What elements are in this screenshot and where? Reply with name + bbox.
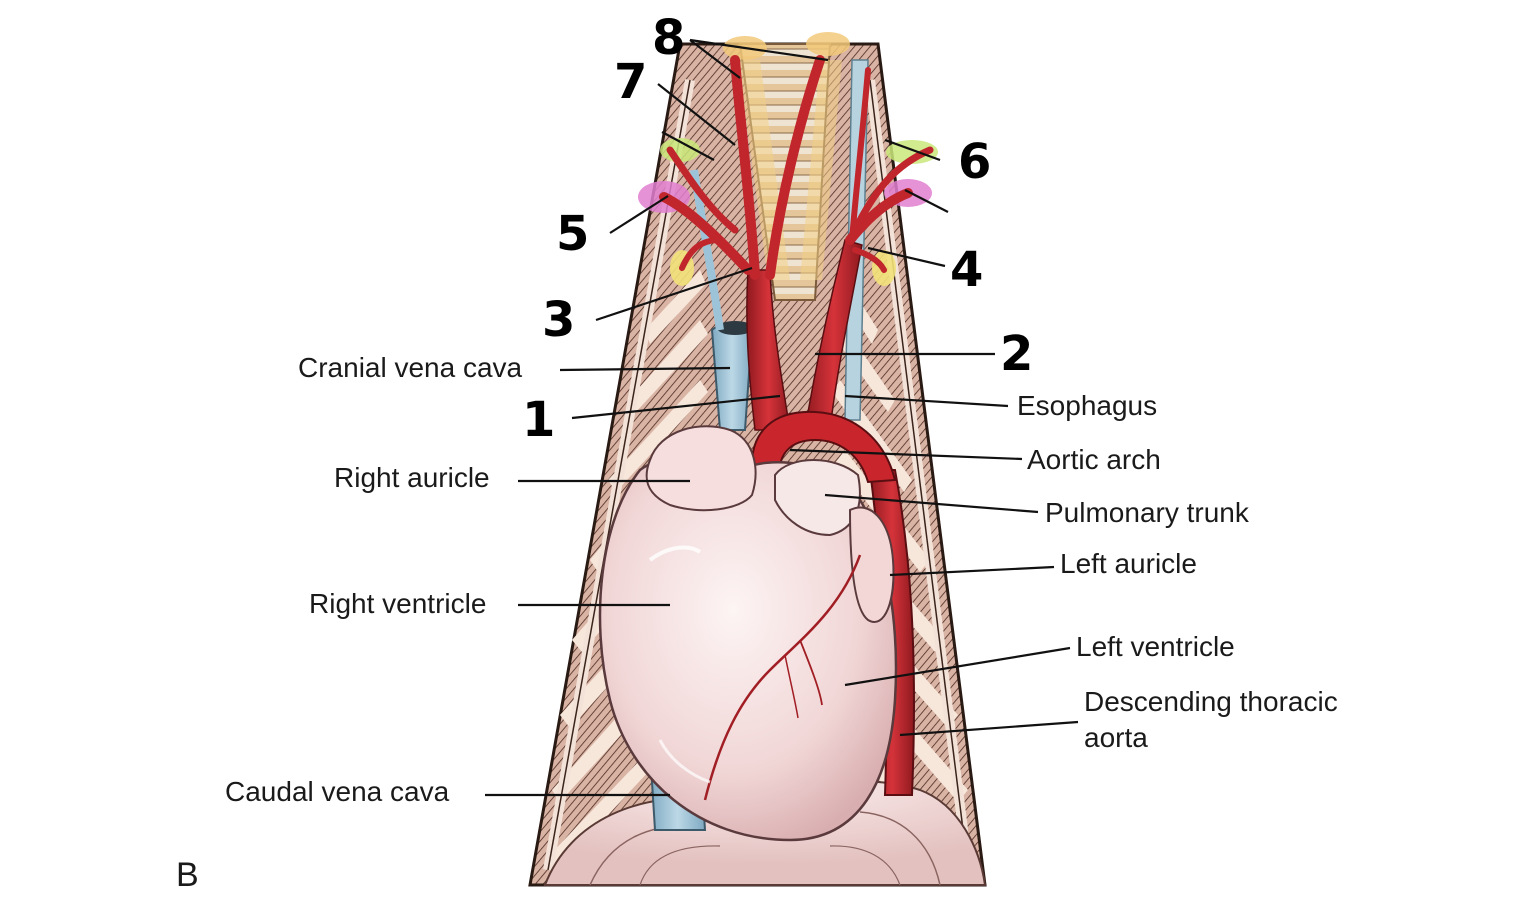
label-right-auricle: Right auricle — [334, 462, 490, 493]
number-4: 4 — [950, 242, 984, 298]
left-auricle — [848, 506, 895, 623]
label-caudal-vena-cava: Caudal vena cava — [225, 776, 450, 807]
heart — [598, 425, 898, 842]
label-cranial-vena-cava: Cranial vena cava — [298, 352, 523, 383]
number-8: 8 — [652, 10, 686, 66]
label-descending-thoracic-aorta: Descending thoracic aorta — [1084, 686, 1338, 753]
panel-letter: B — [176, 856, 199, 894]
left-subclavian-artery — [804, 67, 934, 431]
leader-lines — [485, 38, 1079, 797]
right-auricle — [645, 425, 757, 512]
label-right-ventricle: Right ventricle — [309, 588, 487, 619]
number-3: 3 — [542, 292, 576, 348]
coronary-artery — [703, 554, 862, 801]
number-7: 7 — [614, 54, 648, 110]
number-1: 1 — [522, 392, 556, 448]
label-aortic-arch: Aortic arch — [1027, 444, 1161, 475]
highlights — [638, 32, 938, 286]
number-2: 2 — [1000, 326, 1034, 382]
label-pulmonary-trunk: Pulmonary trunk — [1045, 497, 1249, 528]
label-esophagus: Esophagus — [1017, 390, 1158, 421]
number-5: 5 — [556, 206, 590, 262]
brachiocephalic-trunk — [659, 55, 825, 431]
number-6: 6 — [958, 134, 992, 190]
aortic-arch — [750, 410, 897, 484]
label-left-auricle: Left auricle — [1060, 548, 1197, 579]
label-left-ventricle: Left ventricle — [1076, 631, 1235, 662]
